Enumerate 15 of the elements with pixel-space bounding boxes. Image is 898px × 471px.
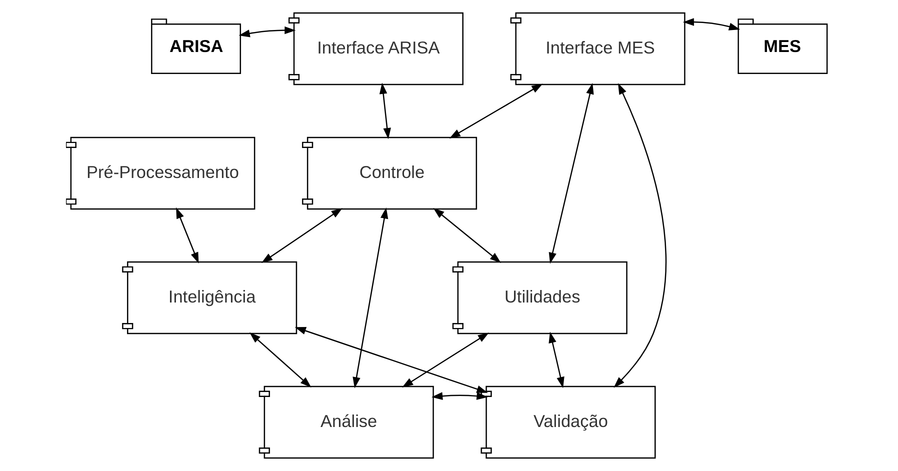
arrow bbox=[614, 83, 666, 388]
arrow bbox=[352, 207, 388, 388]
arrow bbox=[261, 208, 342, 264]
arrow bbox=[176, 207, 199, 264]
arrow bbox=[379, 82, 391, 140]
arrow bbox=[433, 208, 502, 263]
arrow bbox=[431, 392, 488, 400]
arrow bbox=[548, 82, 594, 264]
arrow bbox=[449, 84, 543, 138]
arrow bbox=[402, 332, 490, 388]
arrow bbox=[548, 332, 564, 388]
arrow bbox=[682, 18, 740, 30]
arrow bbox=[238, 26, 296, 38]
arrow bbox=[294, 327, 488, 393]
arrow bbox=[250, 332, 312, 388]
